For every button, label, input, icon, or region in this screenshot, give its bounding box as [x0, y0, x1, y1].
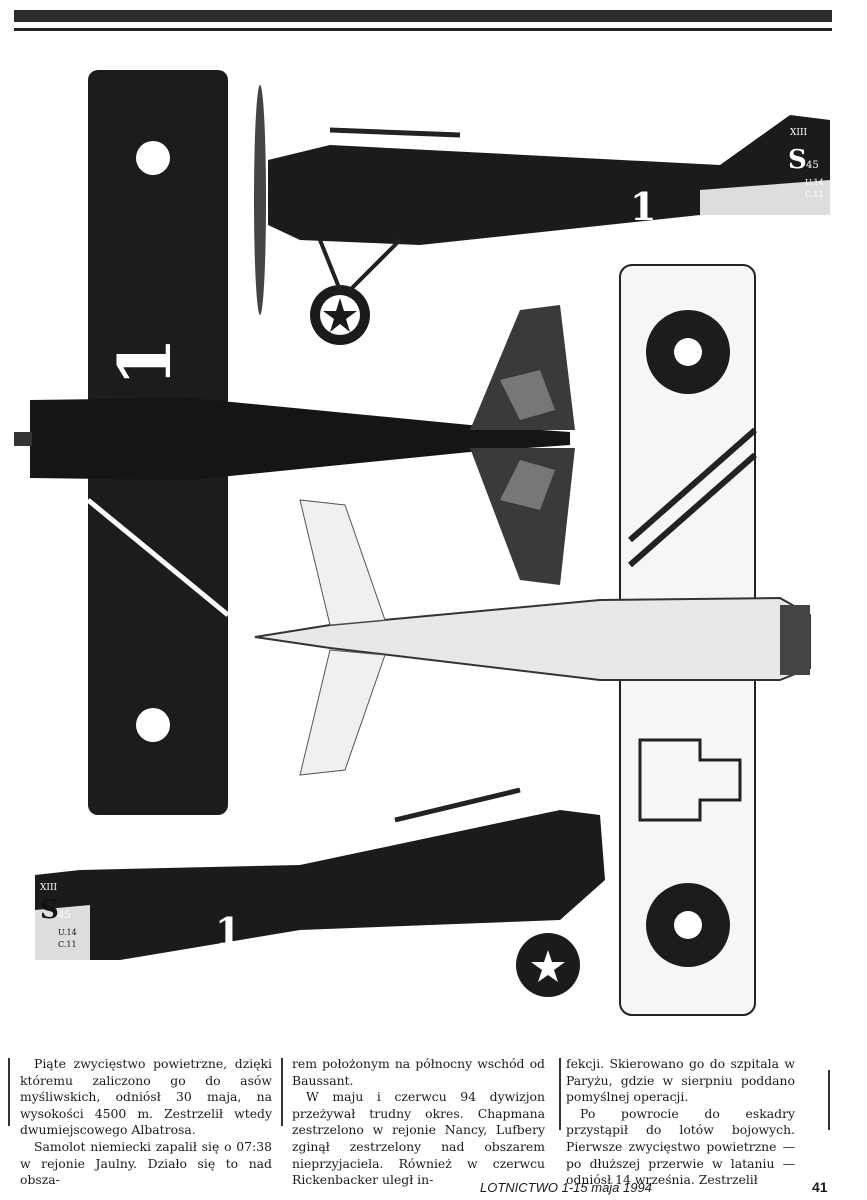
aircraft-illustration: 1 1 XIII S 45 U.14 C.11 — [14, 70, 830, 1016]
fuselage-code-2: 1 — [215, 909, 241, 954]
top-view-dark: 1 — [14, 70, 575, 815]
header-rule — [14, 10, 832, 22]
column-rule — [8, 1058, 10, 1126]
underside-view — [254, 264, 811, 1016]
marking-line1: U.14 — [805, 178, 824, 187]
marking-letter-2: S — [40, 895, 59, 925]
paragraph: Po powrocie do eskadry przystąpił do lot… — [566, 1105, 795, 1188]
header-rule-thin — [14, 28, 832, 31]
marking-line2: C.11 — [805, 190, 824, 199]
paragraph: W maju i czerwcu 94 dywizjon przeżywał t… — [292, 1089, 545, 1188]
marking-squadron: XIII — [790, 128, 808, 138]
marking-letter: S — [788, 145, 807, 175]
publication-footer: LOTNICTWO 1-15 maja 1994 — [480, 1180, 652, 1195]
side-view-bottom: 1 XIII S 45 U.14 C.11 — [35, 787, 605, 997]
marking-squadron-2: XIII — [40, 883, 58, 893]
article-column-3: fekcji. Skierowano go do szpitala w Pary… — [566, 1056, 795, 1189]
wing-code: 1 — [102, 337, 187, 387]
article-column-1: Piąte zwycięstwo powietrzne, dzięki któr… — [20, 1056, 272, 1189]
column-rule — [559, 1058, 561, 1130]
marking-number: 45 — [806, 160, 819, 171]
marking-line2-2: C.11 — [58, 940, 77, 949]
paragraph: Piąte zwycięstwo powietrzne, dzięki któr… — [20, 1056, 272, 1138]
side-view-top: 1 XIII S 45 U.14 C.11 — [254, 85, 830, 345]
paragraph: fekcji. Skierowano go do szpitala w Pary… — [566, 1056, 795, 1105]
marking-number-2: 45 — [58, 910, 71, 921]
paragraph: rem położonym na północny wschód od Baus… — [292, 1056, 545, 1088]
column-rule — [828, 1070, 830, 1130]
marking-line1-2: U.14 — [58, 928, 77, 937]
article-column-2: rem położonym na północny wschód od Baus… — [292, 1056, 545, 1189]
page-number: 41 — [812, 1179, 828, 1195]
column-rule — [281, 1058, 283, 1126]
fuselage-code: 1 — [630, 184, 656, 229]
paragraph: Samolot niemiecki zapalił się o 07:38 w … — [20, 1138, 272, 1188]
